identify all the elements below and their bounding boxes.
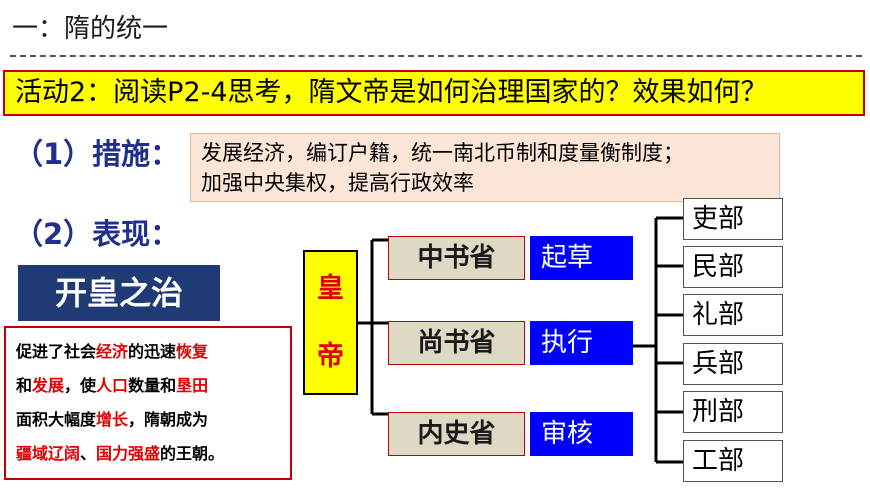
result-line: 和发展，使人口数量和垦田 — [16, 369, 282, 403]
section-title: 一：隋的统一 — [12, 14, 169, 44]
emperor-char-1: 皇 — [317, 272, 344, 304]
ministry-box-works: 工部 — [683, 440, 783, 482]
measures-line-1: 发展经济，编订户籍，统一南北币制和度量衡制度； — [201, 141, 684, 165]
result-highlight-text: 增长 — [96, 410, 129, 429]
result-highlight-text: 恢复 — [176, 342, 209, 361]
result-highlight-text: 国力强盛 — [96, 444, 161, 463]
result-line: 面积大幅度增长，隋朝成为 — [16, 403, 282, 437]
activity-banner: 活动2：阅读P2-4思考，隋文帝是如何治理国家的？效果如何？ — [3, 70, 865, 116]
kaihuang-title-box: 开皇之治 — [18, 265, 220, 321]
result-text: 数量和 — [128, 376, 177, 395]
emperor-box: 皇 帝 — [303, 250, 358, 395]
measures-box: 发展经济，编订户籍，统一南北币制和度量衡制度； 加强中央集权，提高行政效率 — [190, 133, 780, 202]
result-text: 、 — [80, 444, 97, 463]
ministry-box-personnel: 吏部 — [683, 198, 783, 240]
result-text: ，隋朝成为 — [128, 410, 209, 429]
dashed-divider — [10, 55, 862, 57]
result-highlight-text: 人口 — [96, 376, 129, 395]
result-highlight-text: 垦田 — [176, 376, 209, 395]
ministry-box-war: 兵部 — [683, 343, 783, 385]
result-text: ，使 — [64, 376, 97, 395]
ministry-box-civil: 民部 — [683, 246, 783, 288]
result-text: 和 — [16, 376, 33, 395]
result-highlight-text: 经济 — [96, 342, 129, 361]
performance-heading: （2）表现： — [14, 217, 180, 251]
result-line: 促进了社会经济的迅速恢复 — [16, 335, 282, 369]
result-text-box: 促进了社会经济的迅速恢复和发展，使人口数量和垦田面积大幅度增长，隋朝成为疆域辽阔… — [4, 326, 292, 480]
ministry-box-rites: 礼部 — [683, 294, 783, 336]
result-text: 的迅速 — [128, 342, 177, 361]
zhongshu-sheng-box: 中书省 — [388, 236, 525, 280]
result-text: 面积大幅度 — [16, 410, 97, 429]
execute-function-box: 执行 — [530, 321, 633, 365]
result-text: 的王朝。 — [160, 444, 225, 463]
result-highlight-text: 疆域辽阔 — [16, 444, 81, 463]
measures-heading: （1）措施： — [14, 137, 180, 171]
result-text: 促进了社会 — [16, 342, 97, 361]
draft-function-box: 起草 — [530, 236, 633, 280]
ministry-box-justice: 刑部 — [683, 391, 783, 433]
emperor-char-2: 帝 — [317, 340, 344, 372]
review-function-box: 审核 — [530, 412, 633, 456]
result-line: 疆域辽阔、国力强盛的王朝。 — [16, 437, 282, 471]
shangshu-sheng-box: 尚书省 — [388, 321, 525, 365]
result-highlight-text: 发展 — [32, 376, 65, 395]
neishi-sheng-box: 内史省 — [388, 412, 525, 456]
measures-line-2: 加强中央集权，提高行政效率 — [201, 171, 474, 195]
